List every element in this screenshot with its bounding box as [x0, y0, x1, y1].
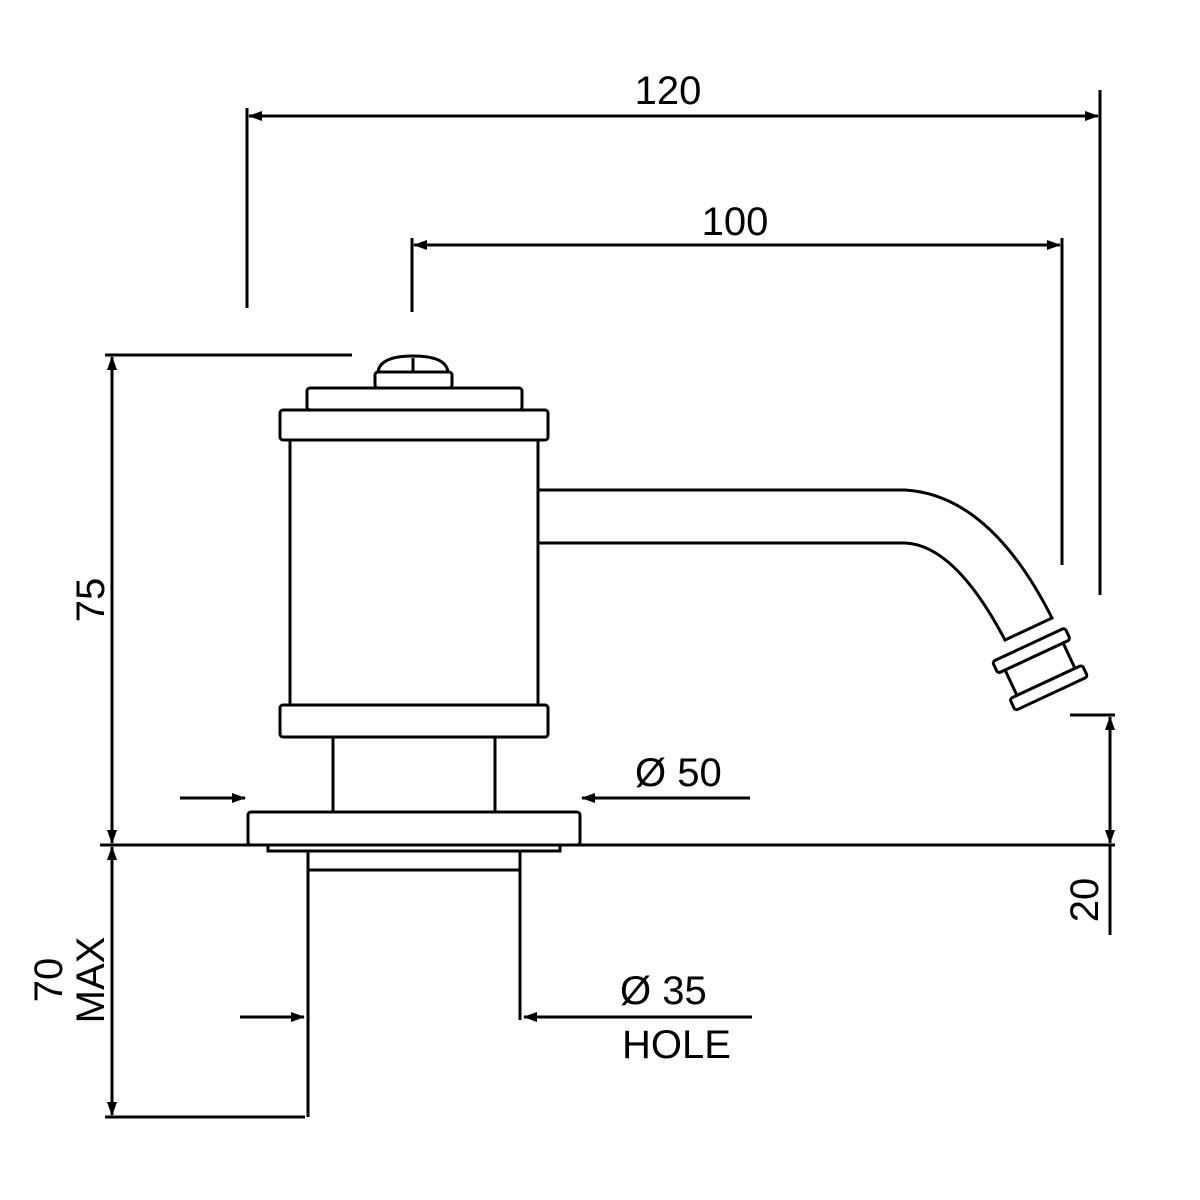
hole-label: HOLE: [622, 1023, 731, 1067]
dimension-100-label: 100: [702, 200, 769, 244]
dimension-70-label: 70: [27, 958, 71, 1003]
shank-top: [306, 849, 522, 872]
dimension-max-label: MAX: [69, 937, 113, 1024]
flange: [246, 810, 582, 847]
dimension-120: 120: [245, 69, 1102, 595]
dimension-75-label: 75: [69, 578, 113, 623]
dimension-hole-diameter: Ø 35 HOLE: [240, 969, 752, 1067]
body-cylinder: [288, 438, 540, 707]
hole-diameter-label: Ø 35: [620, 969, 707, 1013]
dimension-75: 75: [69, 353, 352, 844]
knob-nut: [373, 370, 454, 390]
top-collar: [278, 408, 550, 442]
bottom-collar: [278, 703, 550, 739]
dimension-70-max: 70 MAX: [27, 846, 305, 1119]
spout-nozzle: [991, 627, 1089, 712]
dimension-flange-diameter: Ø 50: [180, 751, 750, 803]
dimension-20: 20: [1063, 713, 1115, 935]
spout: [536, 488, 1055, 642]
dimension-100: 100: [410, 200, 1064, 565]
stem: [331, 735, 497, 814]
dimension-20-label: 20: [1063, 878, 1107, 923]
dimension-120-label: 120: [635, 69, 702, 113]
faucet-body: [246, 354, 1089, 1117]
top-cap: [305, 386, 524, 412]
flange-diameter-label: Ø 50: [635, 751, 722, 795]
